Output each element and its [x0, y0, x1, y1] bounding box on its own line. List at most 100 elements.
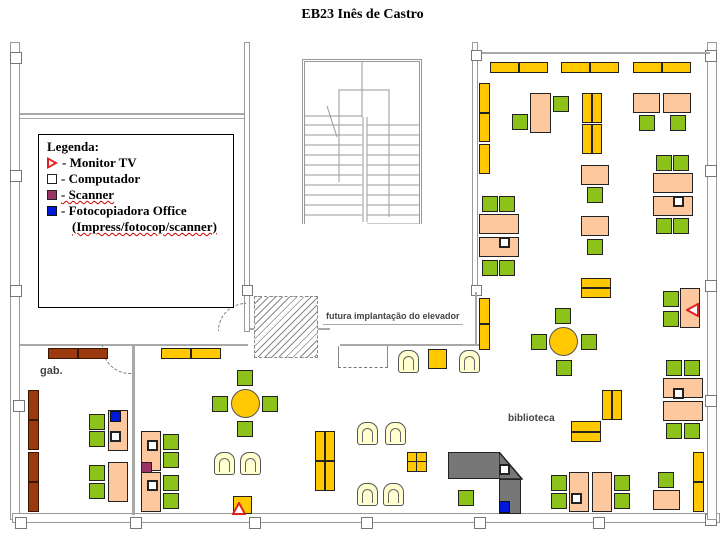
- chair: [482, 260, 498, 276]
- legend-label: - Scanner: [61, 187, 115, 202]
- monitor-tv-icon[interactable]: [232, 502, 246, 515]
- chair: [237, 370, 253, 386]
- pillar: [10, 285, 22, 297]
- legend-item-copier: - Fotocopiadora Office: [47, 203, 225, 219]
- pillar: [471, 50, 482, 61]
- armchair: [398, 350, 419, 373]
- legend-item-monitor: - Monitor TV: [47, 155, 225, 171]
- computer-icon[interactable]: [673, 196, 684, 207]
- chair: [458, 490, 474, 506]
- cabinet: [28, 390, 39, 420]
- computer-icon[interactable]: [110, 431, 121, 442]
- chair: [163, 493, 179, 509]
- chair: [551, 475, 567, 491]
- desk: [530, 93, 551, 133]
- chair: [89, 483, 105, 499]
- armchair: [383, 483, 404, 506]
- chair: [656, 155, 672, 171]
- round-table: [231, 389, 260, 418]
- shelf: [571, 432, 601, 442]
- legend-note: (Impress/fotocop/scanner): [72, 219, 217, 234]
- armchair: [357, 422, 378, 445]
- chair: [89, 431, 105, 447]
- page-title: EB23 Inês de Castro: [301, 7, 424, 22]
- copier-icon[interactable]: [499, 501, 510, 513]
- scanner-icon[interactable]: [141, 462, 152, 473]
- computer-icon[interactable]: [571, 493, 582, 504]
- pillar: [705, 395, 717, 407]
- chair: [673, 218, 689, 234]
- chair: [499, 260, 515, 276]
- wall: [132, 345, 135, 515]
- desk: [141, 472, 161, 512]
- chair: [666, 423, 682, 439]
- wall: [475, 292, 477, 344]
- shelf: [612, 390, 622, 420]
- shelf: [582, 93, 592, 123]
- wall-left: [10, 42, 20, 520]
- monitor-tv-icon[interactable]: [686, 303, 700, 317]
- pillar: [15, 517, 27, 529]
- chair: [163, 452, 179, 468]
- copier-icon[interactable]: [110, 411, 121, 422]
- small-table: [428, 349, 447, 369]
- divider: [407, 461, 427, 462]
- chair: [666, 360, 682, 376]
- cabinet: [48, 348, 78, 359]
- desk: [581, 216, 609, 236]
- desk: [108, 462, 128, 502]
- office-label: gab.: [40, 365, 63, 377]
- shelf: [633, 62, 662, 73]
- stairs-steps: [305, 62, 419, 224]
- chair: [212, 396, 228, 412]
- future-elevator-area: [254, 296, 318, 358]
- counter: [448, 452, 500, 479]
- chair: [89, 465, 105, 481]
- pillar: [249, 517, 261, 529]
- chair: [663, 311, 679, 327]
- pillar: [705, 165, 717, 177]
- chair: [163, 434, 179, 450]
- shelf: [325, 461, 335, 491]
- shelf: [592, 93, 602, 123]
- chair: [556, 360, 572, 376]
- pillar: [10, 52, 22, 64]
- chair: [512, 114, 528, 130]
- shelf: [581, 278, 611, 288]
- armchair: [459, 350, 480, 373]
- wall: [20, 118, 245, 119]
- computer-icon[interactable]: [147, 440, 158, 451]
- library-label: biblioteca: [508, 413, 555, 424]
- shelf: [571, 421, 601, 432]
- chair: [587, 239, 603, 255]
- shelf: [315, 461, 325, 491]
- copier-icon: [47, 206, 57, 216]
- armchair: [240, 452, 261, 475]
- small-shelf: [407, 452, 427, 472]
- computer-icon[interactable]: [147, 480, 158, 491]
- legend-heading: Legenda:: [47, 139, 99, 154]
- computer-icon[interactable]: [499, 237, 510, 248]
- computer-icon[interactable]: [499, 464, 510, 475]
- chair: [482, 196, 498, 212]
- chair: [673, 155, 689, 171]
- shelf: [561, 62, 590, 73]
- cabinet: [28, 452, 39, 482]
- armchair: [385, 422, 406, 445]
- chair: [684, 360, 700, 376]
- shelf: [590, 62, 619, 73]
- shelf: [582, 124, 592, 154]
- pillar: [593, 517, 605, 529]
- desk: [653, 173, 693, 193]
- round-table: [549, 327, 578, 356]
- shelf: [479, 113, 490, 142]
- legend-label: - Monitor TV: [62, 155, 137, 170]
- desk: [663, 93, 691, 113]
- chair: [581, 334, 597, 350]
- staircase: [302, 59, 422, 224]
- computer-icon[interactable]: [673, 388, 684, 399]
- computer-icon: [47, 174, 57, 184]
- pillar: [130, 517, 142, 529]
- chair: [670, 115, 686, 131]
